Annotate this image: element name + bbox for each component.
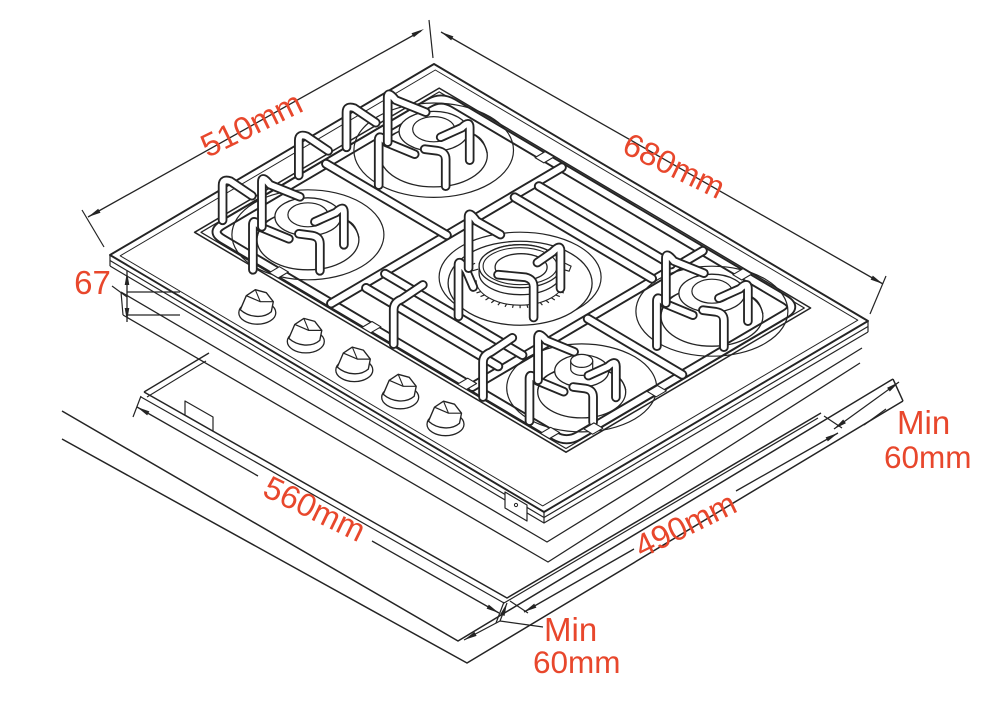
svg-text:60mm: 60mm	[533, 644, 621, 680]
svg-text:Min: Min	[544, 611, 597, 648]
svg-text:60mm: 60mm	[884, 439, 972, 475]
svg-text:67: 67	[74, 264, 111, 301]
svg-text:Min: Min	[897, 404, 950, 441]
